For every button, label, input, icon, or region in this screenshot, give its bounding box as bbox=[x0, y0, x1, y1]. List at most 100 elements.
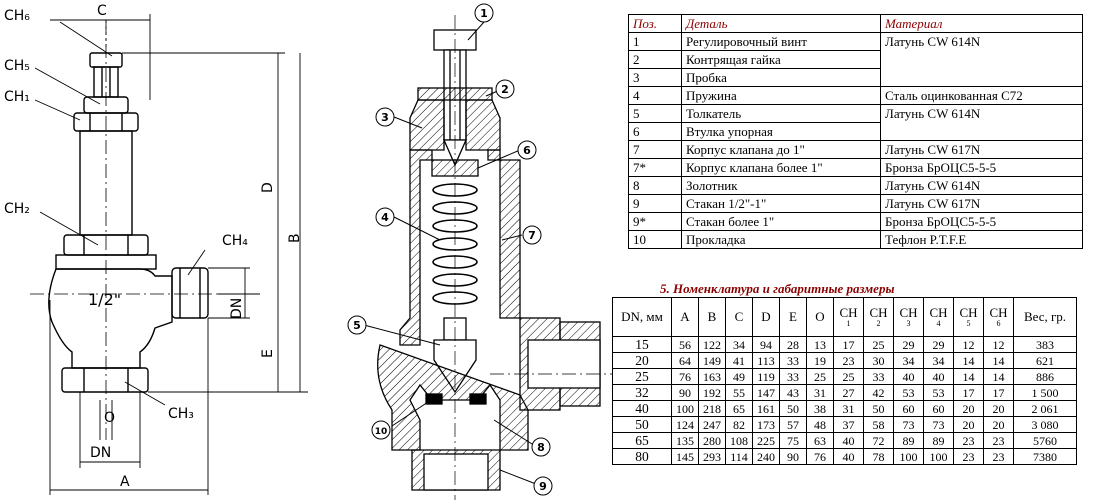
table-cell: 218 bbox=[698, 400, 726, 417]
table-cell: 49 bbox=[725, 368, 753, 385]
table-cell: 280 bbox=[698, 432, 726, 449]
cell-dn: 65 bbox=[612, 432, 672, 449]
table-cell: 65 bbox=[725, 400, 753, 417]
table-cell: 31 bbox=[833, 400, 864, 417]
table-cell: 63 bbox=[806, 432, 834, 449]
header-c: C bbox=[725, 297, 753, 337]
table-cell: 14 bbox=[983, 368, 1014, 385]
cell-part: Стакан 1/2"-1" bbox=[681, 194, 881, 213]
table-cell: 621 bbox=[1013, 352, 1077, 369]
table-cell: 163 bbox=[698, 368, 726, 385]
table-cell: 20 bbox=[953, 416, 984, 433]
table-cell: 30 bbox=[863, 352, 894, 369]
table-cell: 149 bbox=[698, 352, 726, 369]
cell-pos: 4 bbox=[628, 86, 682, 105]
table-cell: 147 bbox=[752, 384, 780, 401]
label-dn-horizontal: DN bbox=[90, 445, 111, 461]
label-ch4: CH₄ bbox=[222, 233, 248, 249]
table-row: 8 Золотник Латунь CW 614N bbox=[628, 176, 1083, 195]
table-cell: 13 bbox=[806, 336, 834, 353]
table-cell: 33 bbox=[779, 352, 807, 369]
table-cell: 57 bbox=[779, 416, 807, 433]
cell-dn: 32 bbox=[612, 384, 672, 401]
table-cell: 29 bbox=[893, 336, 924, 353]
cell-dn: 15 bbox=[612, 336, 672, 353]
cell-material: Бронза БрОЦС5-5-5 bbox=[880, 158, 1083, 177]
table-cell: 17 bbox=[983, 384, 1014, 401]
label-b: B bbox=[287, 233, 303, 243]
cell-part: Корпус клапана более 1" bbox=[681, 158, 881, 177]
cell-material: Латунь CW 617N bbox=[880, 140, 1083, 159]
table-row: 10 Прокладка Тефлон P.T.F.E bbox=[628, 230, 1083, 249]
header-part: Деталь bbox=[681, 14, 881, 33]
table-cell: 20 bbox=[983, 400, 1014, 417]
callout-3: 3 bbox=[381, 111, 389, 124]
header-material: Материал bbox=[880, 14, 1083, 33]
table-cell: 48 bbox=[806, 416, 834, 433]
label-ch2: CH₂ bbox=[4, 201, 30, 217]
table-cell: 886 bbox=[1013, 368, 1077, 385]
table-cell: 23 bbox=[953, 432, 984, 449]
table-cell: 225 bbox=[752, 432, 780, 449]
cell-material: Латунь CW 614N bbox=[880, 104, 1083, 141]
callout-4: 4 bbox=[381, 211, 389, 224]
cell-material: Латунь CW 614N bbox=[880, 176, 1083, 195]
table-cell: 14 bbox=[953, 368, 984, 385]
cell-pos: 5 bbox=[628, 104, 682, 123]
table-row: 9 Стакан 1/2"-1" Латунь CW 617N bbox=[628, 194, 1083, 213]
table-cell: 73 bbox=[923, 416, 954, 433]
table-cell: 12 bbox=[983, 336, 1014, 353]
table-cell: 53 bbox=[893, 384, 924, 401]
table-cell: 192 bbox=[698, 384, 726, 401]
table-cell: 25 bbox=[863, 336, 894, 353]
table-cell: 34 bbox=[923, 352, 954, 369]
label-ch1: CH₁ bbox=[4, 89, 30, 105]
table-cell: 40 bbox=[893, 368, 924, 385]
table-cell: 82 bbox=[725, 416, 753, 433]
table-cell: 383 bbox=[1013, 336, 1077, 353]
table-cell: 240 bbox=[752, 448, 780, 465]
table-cell: 100 bbox=[893, 448, 924, 465]
table-cell: 56 bbox=[671, 336, 699, 353]
cell-pos: 9 bbox=[628, 194, 682, 213]
table-cell: 60 bbox=[923, 400, 954, 417]
table-cell: 31 bbox=[806, 384, 834, 401]
cell-pos: 8 bbox=[628, 176, 682, 195]
callout-9: 9 bbox=[539, 480, 547, 493]
table-cell: 33 bbox=[863, 368, 894, 385]
table-cell: 58 bbox=[863, 416, 894, 433]
callout-5: 5 bbox=[353, 319, 361, 332]
table-cell: 113 bbox=[752, 352, 780, 369]
table-cell: 27 bbox=[833, 384, 864, 401]
label-o: O bbox=[104, 410, 115, 426]
table-cell: 5760 bbox=[1013, 432, 1077, 449]
dims-section-title: 5. Номенклатура и габаритные размеры bbox=[660, 281, 895, 296]
table-cell: 247 bbox=[698, 416, 726, 433]
table-cell: 89 bbox=[893, 432, 924, 449]
table-cell: 2 061 bbox=[1013, 400, 1077, 417]
table-cell: 14 bbox=[983, 352, 1014, 369]
left-labels: CH₆ CH₅ CH₁ CH₂ CH₄ CH₃ C D B E DN 1/2" … bbox=[4, 3, 303, 490]
table-cell: 40 bbox=[833, 432, 864, 449]
table-cell: 122 bbox=[698, 336, 726, 353]
cell-part: Корпус клапана до 1" bbox=[681, 140, 881, 159]
parts-table-header: Поз. Деталь Материал bbox=[628, 14, 1083, 33]
table-cell: 50 bbox=[779, 400, 807, 417]
table-cell: 100 bbox=[671, 400, 699, 417]
table-cell: 7380 bbox=[1013, 448, 1077, 465]
label-ch5: CH₅ bbox=[4, 58, 30, 74]
table-cell: 108 bbox=[725, 432, 753, 449]
callout-8: 8 bbox=[537, 441, 545, 454]
table-cell: 1 500 bbox=[1013, 384, 1077, 401]
table-cell: 40 bbox=[833, 448, 864, 465]
cell-pos: 1 bbox=[628, 32, 682, 51]
cell-material: Латунь CW 614N bbox=[880, 32, 1083, 87]
header-b: B bbox=[698, 297, 726, 337]
table-row: 9* Стакан более 1" Бронза БрОЦС5-5-5 bbox=[628, 212, 1083, 231]
